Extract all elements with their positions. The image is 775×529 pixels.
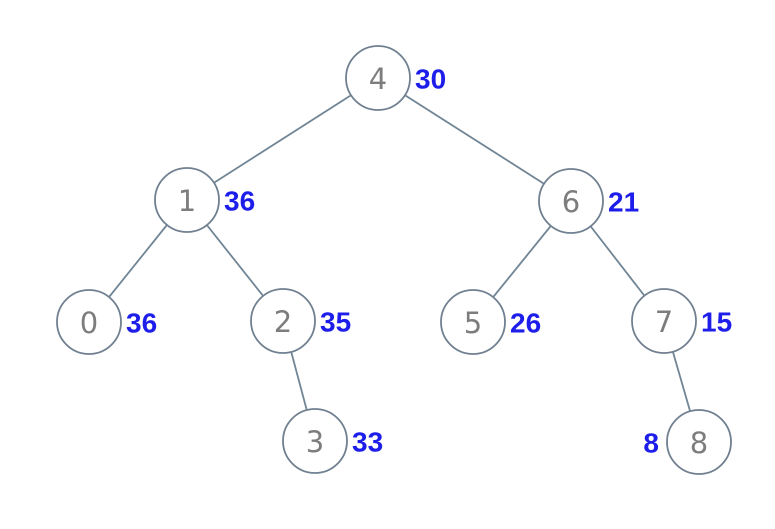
node-value-label: 8 xyxy=(643,428,659,459)
node-value-label: 30 xyxy=(415,64,446,95)
tree-node-0: 0 36 xyxy=(56,289,157,355)
node-id-text: 8 xyxy=(690,426,708,460)
node-id-text: 0 xyxy=(80,306,98,340)
node-id-text: 3 xyxy=(306,425,324,459)
node-id-text: 7 xyxy=(655,305,673,339)
tree-node-4: 4 30 xyxy=(345,45,446,111)
tree-node-6: 6 21 xyxy=(538,168,639,234)
node-id-text: 6 xyxy=(562,185,580,219)
node-circle-2 xyxy=(250,288,316,354)
node-circle-1 xyxy=(154,167,220,233)
node-value-label: 33 xyxy=(352,427,383,458)
tree-node-2: 2 35 xyxy=(250,288,351,354)
node-value-label: 21 xyxy=(608,187,639,218)
node-value-label: 36 xyxy=(224,186,255,217)
node-value-label: 35 xyxy=(320,307,351,338)
tree-node-8: 88 xyxy=(643,409,732,475)
node-circle-7 xyxy=(631,288,697,354)
tree-node-5: 5 26 xyxy=(440,289,541,355)
edges-layer xyxy=(88,77,700,443)
node-circle-5 xyxy=(440,289,506,355)
node-circle-4 xyxy=(345,45,411,111)
node-circle-0 xyxy=(56,289,122,355)
node-id-text: 2 xyxy=(274,305,292,339)
node-value-label: 15 xyxy=(701,307,732,338)
node-id-text: 5 xyxy=(464,306,482,340)
node-id-text: 1 xyxy=(178,184,196,218)
tree-node-1: 1 36 xyxy=(154,167,255,233)
node-circle-8 xyxy=(666,409,732,475)
node-circle-6 xyxy=(538,168,604,234)
node-value-label: 26 xyxy=(510,308,541,339)
tree-edge-4-6 xyxy=(377,77,572,202)
tree-node-7: 7 15 xyxy=(631,288,732,354)
node-value-label: 36 xyxy=(126,308,157,339)
node-circle-3 xyxy=(282,408,348,474)
tree-edge-4-1 xyxy=(186,77,379,201)
node-id-text: 4 xyxy=(369,62,387,96)
